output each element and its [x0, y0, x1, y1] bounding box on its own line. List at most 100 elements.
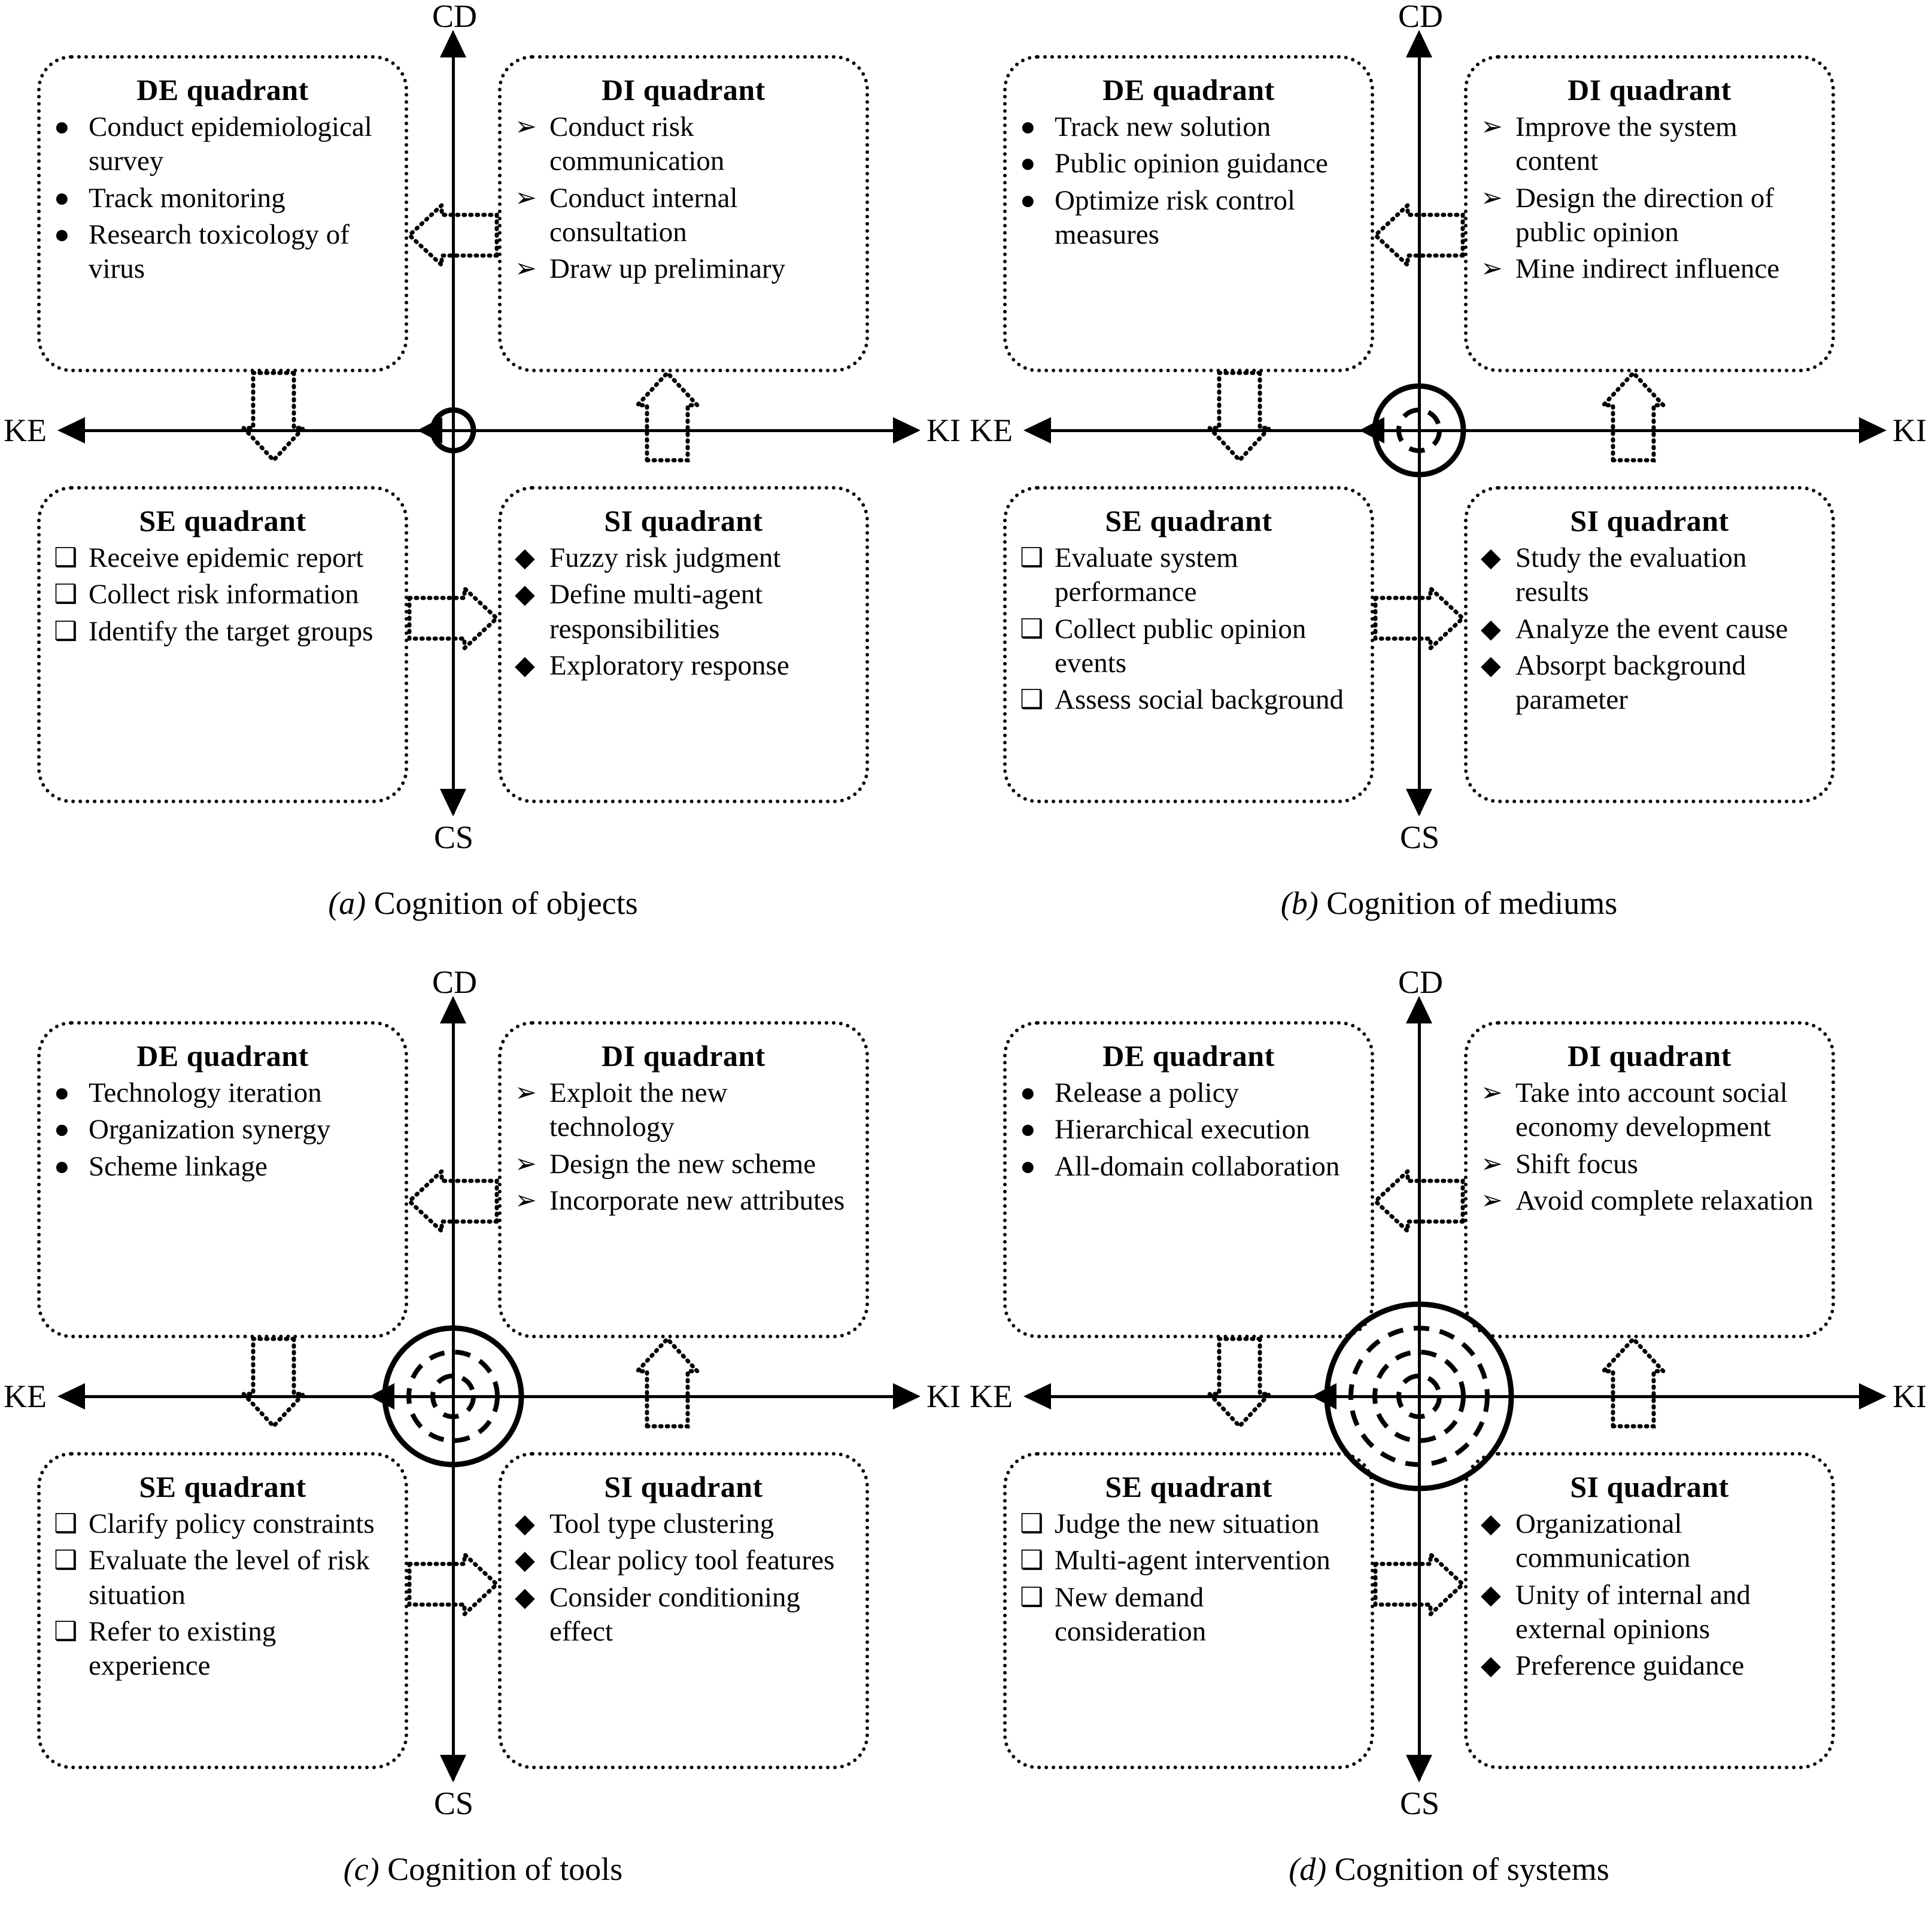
list-item-label: Consider conditioning effect — [549, 1581, 801, 1647]
list-item: ◆Unity of internal and external opinions — [1478, 1578, 1821, 1647]
list-item: ●Research toxicology of virus — [51, 218, 394, 287]
list-item-label: Receive epidemic report — [89, 542, 364, 573]
quadrant-box-de: DE quadrant●Track new solution●Public op… — [1003, 55, 1374, 372]
caption-text: Cognition of objects — [366, 885, 638, 921]
list-item-label: Release a policy — [1055, 1077, 1239, 1108]
caption-text: Cognition of tools — [379, 1851, 623, 1887]
list-item: ●All-domain collaboration — [1017, 1150, 1360, 1184]
diamond-bullet-icon: ◆ — [1481, 1509, 1501, 1538]
list-item-label: Shift focus — [1515, 1148, 1638, 1180]
quadrant-list-se: ❑ Receive epidemic report ❑Collect risk in… — [51, 541, 394, 649]
quadrant-box-di: DI quadrant➢Improve the system content➢D… — [1464, 55, 1835, 372]
quadrant-box-si: SI quadrant◆Fuzzy risk judgment◆Define m… — [498, 486, 869, 803]
axis-label-ke: KE — [970, 412, 1013, 448]
axis-arrow-right-icon — [893, 417, 921, 443]
axis-label-cd: CD — [432, 0, 478, 34]
list-item: ➢Take into account social economy develo… — [1478, 1076, 1821, 1145]
list-item: ●Conduct epidemiological survey — [51, 110, 394, 179]
list-item: ●Hierarchical execution — [1017, 1113, 1360, 1147]
list-item: ➢Mine indirect influence — [1478, 252, 1821, 286]
square-bullet-icon: ❑ — [1020, 685, 1044, 715]
disc-bullet-icon: ● — [54, 219, 70, 249]
disc-bullet-icon: ● — [54, 183, 70, 212]
quadrant-title-de: DE quadrant — [1102, 1039, 1275, 1073]
quadrant-list-si: ◆ Organizational communication◆Unity of i… — [1478, 1507, 1821, 1684]
quadrant-list-de: ●Conduct epidemiological survey●Track mo… — [51, 110, 394, 287]
caption-index: (b) — [1280, 885, 1319, 921]
disc-bullet-icon: ● — [1020, 1078, 1036, 1107]
list-item-label: Public opinion guidance — [1055, 148, 1328, 180]
list-item-label: Collect risk information — [89, 579, 359, 610]
transition-arrow-de-to-se — [229, 370, 318, 464]
transition-arrow-si-to-di — [1588, 369, 1678, 463]
list-item-label: Design the direction of public opinion — [1515, 182, 1775, 248]
caption-index: (c) — [343, 1851, 379, 1887]
list-item: ❑Evaluate system performance — [1017, 541, 1360, 610]
list-item-label: Track new solution — [1055, 111, 1271, 142]
list-item: ➢Improve the system content — [1478, 110, 1821, 179]
arrow-bullet-icon: ➢ — [1481, 1185, 1503, 1215]
axis-arrow-down-icon — [440, 1755, 466, 1782]
list-item-label: Exploratory response — [549, 649, 789, 681]
list-item-label: Evaluate the level of risk situation — [89, 1545, 370, 1611]
list-item-label: Optimize risk control measures — [1055, 184, 1296, 250]
axis-arrow-right-icon — [1859, 1383, 1887, 1409]
caption-index: (d) — [1289, 1851, 1327, 1887]
quadrant-box-se: SE quadrant❑Receive epidemic report❑Coll… — [37, 486, 408, 803]
list-item-label: Organization synergy — [89, 1114, 331, 1146]
quadrant-title-de: DE quadrant — [136, 1039, 309, 1073]
list-item-label: Hierarchical execution — [1055, 1114, 1310, 1146]
quadrant-box-di: DI quadrant➢Exploit the new technology➢D… — [498, 1021, 869, 1338]
axis-arrow-left-icon — [57, 417, 85, 443]
list-item: ❑Evaluate the level of risk situation — [51, 1544, 394, 1612]
axis-arrow-left-icon — [1023, 417, 1051, 443]
quadrant-list-de: ●Technology iteration●Organization syner… — [51, 1076, 394, 1184]
quadrant-box-di: DI quadrant➢Take into account social eco… — [1464, 1021, 1835, 1338]
list-item: ◆Preference guidance — [1478, 1649, 1821, 1683]
list-item: ◆Clear policy tool features — [512, 1544, 855, 1578]
quadrant-title-de: DE quadrant — [136, 73, 309, 107]
list-item: ◆ Absorpt background parameter — [1478, 649, 1821, 718]
list-item-label: Study the evaluation results — [1515, 542, 1747, 608]
quadrant-box-de: DE quadrant●Conduct epidemiological surv… — [37, 55, 408, 372]
list-item: ❑Identify the target groups — [51, 615, 394, 649]
list-item: ❑Collect risk information — [51, 578, 394, 612]
axis-arrow-right-icon — [1859, 417, 1887, 443]
quadrant-list-se: ❑Evaluate system performance ❑ Collect pub… — [1017, 541, 1360, 718]
axis-label-cs: CS — [434, 1785, 474, 1821]
axis-label-cd: CD — [1398, 0, 1444, 34]
list-item: ➢Draw up preliminary — [512, 252, 855, 286]
disc-bullet-icon: ● — [1020, 112, 1036, 141]
axis-label-ke: KE — [4, 412, 47, 448]
list-item-label: Organizational communication — [1515, 1508, 1691, 1574]
quadrant-title-se: SE quadrant — [1105, 1470, 1272, 1503]
disc-bullet-icon: ● — [54, 112, 70, 141]
axis-arrow-up-icon — [1406, 996, 1432, 1023]
list-item-label: Collect public opinion events — [1055, 613, 1307, 679]
list-item-label: Absorpt background parameter — [1515, 649, 1746, 716]
list-item: ◆Analyze the event cause — [1478, 612, 1821, 646]
transition-arrow-di-to-de — [406, 200, 499, 271]
quadrant-title-si: SI quadrant — [1570, 1470, 1729, 1503]
axis-label-ki: KI — [926, 1378, 961, 1414]
list-item: ● Release a policy — [1017, 1076, 1360, 1110]
list-item-label: Refer to existing experience — [89, 1615, 277, 1682]
list-item: ➢Conduct internal consultation — [512, 181, 855, 250]
quadrant-list-se: ❑Judge the new situation❑Multi-agent int… — [1017, 1507, 1360, 1649]
arrow-bullet-icon: ➢ — [515, 1149, 537, 1178]
square-bullet-icon: ❑ — [54, 543, 78, 572]
list-item: ◆Consider conditioning effect — [512, 1581, 855, 1650]
diamond-bullet-icon: ◆ — [1481, 650, 1501, 680]
horizontal-axis — [1032, 1395, 1882, 1398]
quadrant-box-si: SI quadrant◆Study the evaluation results… — [1464, 486, 1835, 803]
horizontal-axis — [66, 1395, 916, 1398]
arrow-bullet-icon: ➢ — [515, 1078, 537, 1107]
diamond-bullet-icon: ◆ — [1481, 613, 1501, 643]
axis-label-ki: KI — [1892, 412, 1927, 448]
quadrant-list-de: ● Release a policy ●Hierarchical execution… — [1017, 1076, 1360, 1184]
list-item: ➢Exploit the new technology — [512, 1076, 855, 1145]
transition-arrow-si-to-di — [1588, 1335, 1678, 1429]
list-item-label: Evaluate system performance — [1055, 542, 1238, 608]
axis-label-cs: CS — [1400, 819, 1440, 855]
